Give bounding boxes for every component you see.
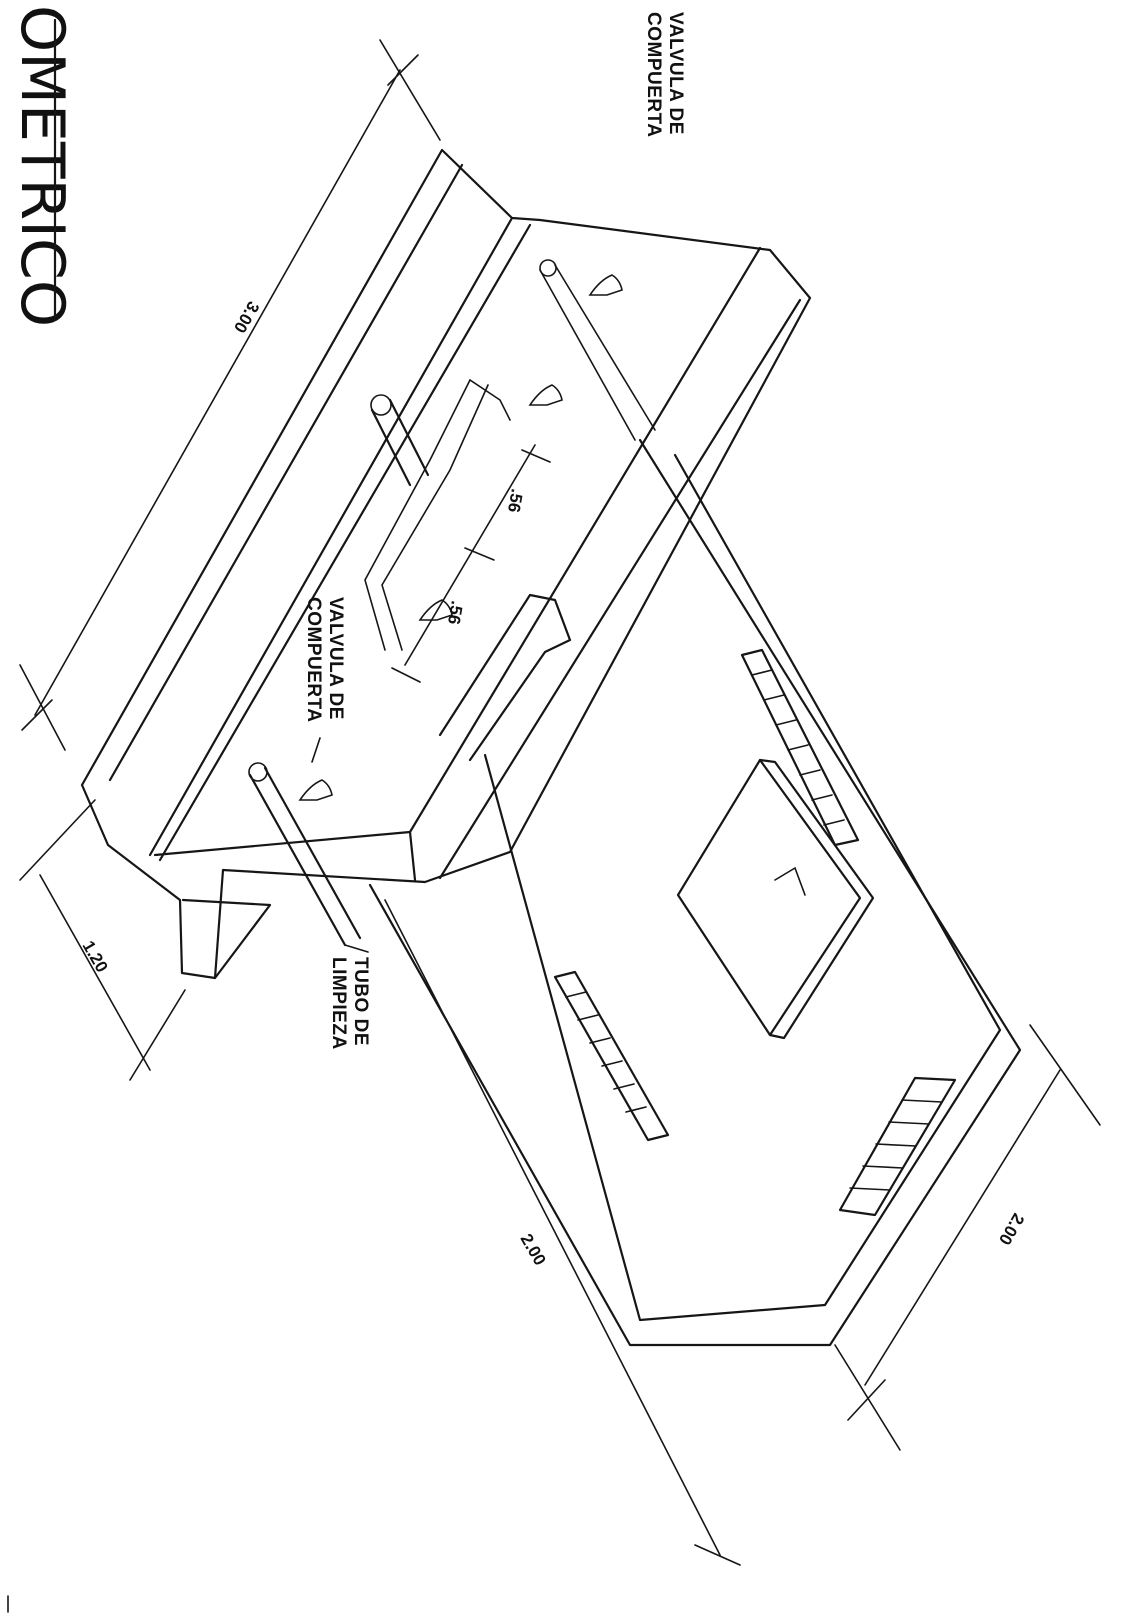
title-group: OMETRICO bbox=[7, 5, 77, 327]
dim-label-width-bottom: 2.00 bbox=[995, 1210, 1028, 1248]
pipe-u-top bbox=[469, 379, 511, 421]
label-valve-mid-line2: COMPUERTA bbox=[303, 597, 324, 723]
label-pipe: TUBO DE LIMPIEZA bbox=[328, 957, 371, 1050]
dim-line-3m bbox=[34, 69, 401, 716]
upper-block-wall-inner-3 bbox=[158, 223, 532, 862]
dim-label-length-top: 3.00 bbox=[230, 298, 263, 336]
pipe-low-b bbox=[263, 766, 362, 940]
label-valve-mid-line1: VALVULA DE bbox=[325, 597, 346, 720]
grate-1-bars bbox=[751, 669, 845, 826]
grate-3-bar bbox=[862, 1165, 904, 1169]
drawing-title: OMETRICO bbox=[7, 5, 77, 327]
grate-2-bar bbox=[601, 1060, 623, 1067]
upper-block-front-edge bbox=[408, 246, 762, 834]
grate-1-bar bbox=[775, 719, 797, 726]
upper-block-front-edge-2 bbox=[438, 298, 802, 880]
label-valve-top-line2: COMPUERTA bbox=[643, 12, 664, 138]
valve-icon-4 bbox=[298, 779, 333, 801]
pipe-top-b bbox=[554, 264, 656, 431]
grate-2-bars bbox=[565, 991, 647, 1113]
valve-icon-3 bbox=[418, 599, 453, 621]
label-valve-top-line1: VALVULA DE bbox=[665, 12, 686, 135]
upper-block-support-leg bbox=[181, 898, 272, 980]
valve-icon-1 bbox=[588, 274, 623, 296]
dim-tick-056-1 bbox=[521, 449, 551, 463]
central-block-mark bbox=[774, 866, 806, 896]
dim-tick-3m-bot-a bbox=[19, 664, 66, 751]
label-pipe-line2: LIMPIEZA bbox=[328, 957, 349, 1050]
dim-tick-056-3 bbox=[391, 667, 421, 683]
label-pipe-line1: TUBO DE bbox=[350, 957, 371, 1046]
dim-tick-056-2 bbox=[464, 547, 495, 561]
grate-1-bar bbox=[751, 669, 773, 676]
valve-icons bbox=[298, 274, 623, 801]
pipe-low-end bbox=[248, 762, 268, 782]
grate-1-bar bbox=[763, 694, 785, 701]
upper-block bbox=[80, 148, 812, 980]
grate-3-bar bbox=[888, 1121, 930, 1125]
dim-label-spacing-1: .56 bbox=[504, 487, 527, 514]
pipe-top-a bbox=[539, 269, 636, 441]
grate-1 bbox=[740, 648, 860, 847]
grate-1-bar bbox=[823, 819, 845, 826]
upper-block-outline bbox=[80, 148, 812, 980]
valve-icon-2 bbox=[528, 384, 563, 406]
label-valve-top: VALVULA DE COMPUERTA bbox=[643, 12, 686, 138]
upper-block-wall-inner-2 bbox=[148, 216, 514, 857]
label-valve-mid: VALVULA DE COMPUERTA bbox=[303, 597, 346, 723]
dim-label-width-left: 1.20 bbox=[79, 938, 112, 976]
dim-label-spacing-2: .56 bbox=[444, 599, 467, 626]
grate-1-bar bbox=[811, 794, 833, 801]
pipe-mid-end bbox=[370, 394, 392, 416]
grate-2 bbox=[553, 970, 670, 1142]
central-block-edge bbox=[758, 758, 875, 1040]
dim-tick-3m-top-a bbox=[379, 39, 441, 141]
grate-2-bar bbox=[625, 1106, 647, 1113]
dim-label-length-bottom: 2.00 bbox=[517, 1231, 550, 1269]
dim-tick-2m-right-c bbox=[847, 1379, 886, 1421]
dim-line-2m-bottom bbox=[384, 899, 721, 1556]
grate-1-bar bbox=[787, 744, 809, 751]
pipe-mid-b bbox=[388, 398, 430, 477]
upper-block-notch bbox=[438, 593, 572, 762]
dim-tick-2m-right-a bbox=[1029, 1024, 1101, 1126]
dim-tick-2m-bottom bbox=[694, 1544, 741, 1566]
dim-tick-1-20-a bbox=[19, 799, 96, 881]
dim-line-056 bbox=[404, 444, 536, 666]
leader-pipe bbox=[344, 944, 369, 953]
grate-3-bars bbox=[849, 1099, 943, 1191]
grate-2-bar bbox=[589, 1037, 611, 1044]
pipe-u-shape-2 bbox=[381, 384, 489, 651]
dim-line-2m-right bbox=[864, 1069, 1061, 1386]
leader-valve-mid bbox=[311, 737, 321, 763]
dim-line-1-20 bbox=[39, 874, 151, 1071]
lower-slab-inner bbox=[483, 453, 1002, 1322]
grate-3-bar bbox=[849, 1187, 891, 1191]
pipes bbox=[248, 259, 656, 947]
pipe-mid-a bbox=[370, 408, 412, 487]
lower-slab-outline bbox=[368, 438, 1022, 1347]
grate-3 bbox=[838, 1076, 957, 1217]
dim-tick-3m-top-b bbox=[387, 54, 419, 86]
grate-3-bar bbox=[875, 1143, 917, 1147]
dim-tick-1-20-b bbox=[129, 989, 186, 1081]
pipe-u-shape bbox=[364, 379, 471, 651]
grate-2-bar bbox=[613, 1083, 635, 1090]
pipe-top-end bbox=[539, 259, 557, 277]
upper-block-wall-inner-1 bbox=[108, 163, 464, 782]
grate-1-bar bbox=[799, 769, 821, 776]
dimension-lines bbox=[19, 39, 1101, 1566]
grate-3-bar bbox=[901, 1099, 943, 1103]
dim-tick-3m-bot-b bbox=[21, 699, 53, 731]
grate-2-bar bbox=[565, 991, 587, 998]
pipe-low-a bbox=[248, 773, 347, 947]
lower-slab bbox=[368, 438, 1022, 1347]
central-block bbox=[676, 758, 862, 1037]
dim-tick-2m-right-b bbox=[834, 1344, 901, 1451]
grate-2-bar bbox=[577, 1014, 599, 1021]
